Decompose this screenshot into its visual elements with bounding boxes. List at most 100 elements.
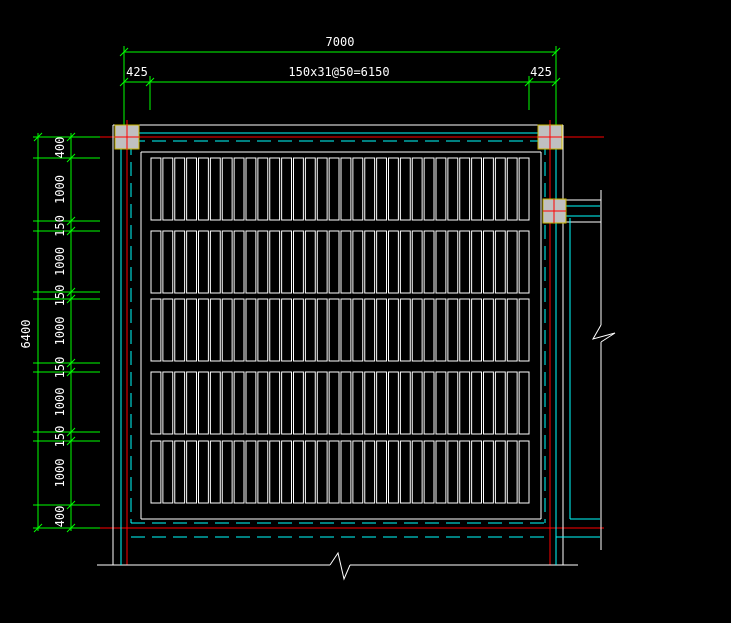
slot	[518, 157, 530, 221]
slot	[483, 157, 494, 221]
slot	[162, 371, 174, 435]
slot	[423, 230, 435, 294]
slot	[494, 440, 506, 504]
slot	[411, 371, 423, 435]
slot	[364, 157, 376, 221]
slot	[233, 298, 245, 362]
top-middle-dimension: 150x31@50=6150	[288, 65, 389, 79]
slot	[304, 230, 316, 294]
slot	[352, 230, 364, 294]
slot	[269, 298, 281, 362]
dimension-slash	[66, 294, 76, 304]
slot	[376, 371, 388, 435]
slot	[245, 440, 257, 504]
slot	[186, 371, 198, 435]
top-dimension-chain	[119, 46, 561, 125]
slot	[494, 157, 506, 221]
left-segment-dimension: 400	[53, 137, 67, 159]
slot	[257, 298, 269, 362]
slot	[304, 157, 316, 221]
dimension-slash	[66, 216, 76, 226]
dimension-slash	[66, 367, 76, 377]
slot	[233, 157, 245, 221]
slot	[447, 157, 459, 221]
axis-lines	[100, 120, 604, 565]
slot	[483, 298, 494, 362]
slot	[388, 298, 399, 362]
slot	[471, 230, 483, 294]
slot	[435, 371, 447, 435]
slot	[209, 230, 221, 294]
slot	[423, 157, 435, 221]
slot	[269, 371, 281, 435]
slot	[388, 157, 399, 221]
column-right-middle	[542, 198, 567, 224]
slot	[518, 230, 530, 294]
slot	[186, 298, 198, 362]
left-segment-dimension: 1000	[53, 247, 67, 276]
dimension-slash	[66, 287, 76, 297]
slot	[506, 371, 518, 435]
slot	[328, 440, 340, 504]
slot	[186, 230, 198, 294]
slot	[506, 157, 518, 221]
slot	[494, 230, 506, 294]
slot	[245, 157, 257, 221]
slot	[364, 230, 376, 294]
left-segment-dimension: 150	[53, 357, 67, 379]
slot	[483, 230, 494, 294]
slot	[245, 371, 257, 435]
slot	[316, 298, 328, 362]
slot	[340, 298, 352, 362]
dimension-slash	[66, 132, 76, 142]
slot-grid	[150, 157, 530, 504]
slot	[162, 440, 174, 504]
slot	[399, 230, 411, 294]
slot	[316, 230, 328, 294]
slot	[399, 157, 411, 221]
slot	[150, 371, 162, 435]
slot	[447, 230, 459, 294]
slot	[506, 298, 518, 362]
left-segment-dimension: 1000	[53, 175, 67, 204]
slot	[257, 440, 269, 504]
slot	[459, 230, 471, 294]
slot	[411, 298, 423, 362]
slot	[304, 298, 316, 362]
slot	[281, 298, 293, 362]
dimension-slash	[66, 427, 76, 437]
slot	[388, 440, 399, 504]
slot	[221, 371, 233, 435]
slot	[352, 371, 364, 435]
slot	[281, 440, 293, 504]
slot	[471, 371, 483, 435]
slot	[399, 371, 411, 435]
slot	[518, 371, 530, 435]
slot	[518, 440, 530, 504]
slot	[209, 440, 221, 504]
dimension-slash	[66, 153, 76, 163]
slot	[447, 298, 459, 362]
slot	[233, 230, 245, 294]
slot	[352, 157, 364, 221]
slot	[162, 230, 174, 294]
left-segment-dimension: 1000	[53, 388, 67, 417]
slot	[198, 440, 209, 504]
dimension-slash	[33, 523, 43, 533]
slot	[293, 230, 304, 294]
slot	[186, 440, 198, 504]
left-segment-dimension: 1000	[53, 317, 67, 346]
slot	[328, 230, 340, 294]
foundation-outline	[97, 124, 616, 581]
slot	[483, 371, 494, 435]
slot	[150, 157, 162, 221]
slot	[316, 440, 328, 504]
slot	[447, 371, 459, 435]
slot	[257, 371, 269, 435]
slot	[411, 230, 423, 294]
slot	[471, 298, 483, 362]
top-overall-dimension: 7000	[326, 35, 355, 49]
slot	[340, 230, 352, 294]
slot	[471, 157, 483, 221]
